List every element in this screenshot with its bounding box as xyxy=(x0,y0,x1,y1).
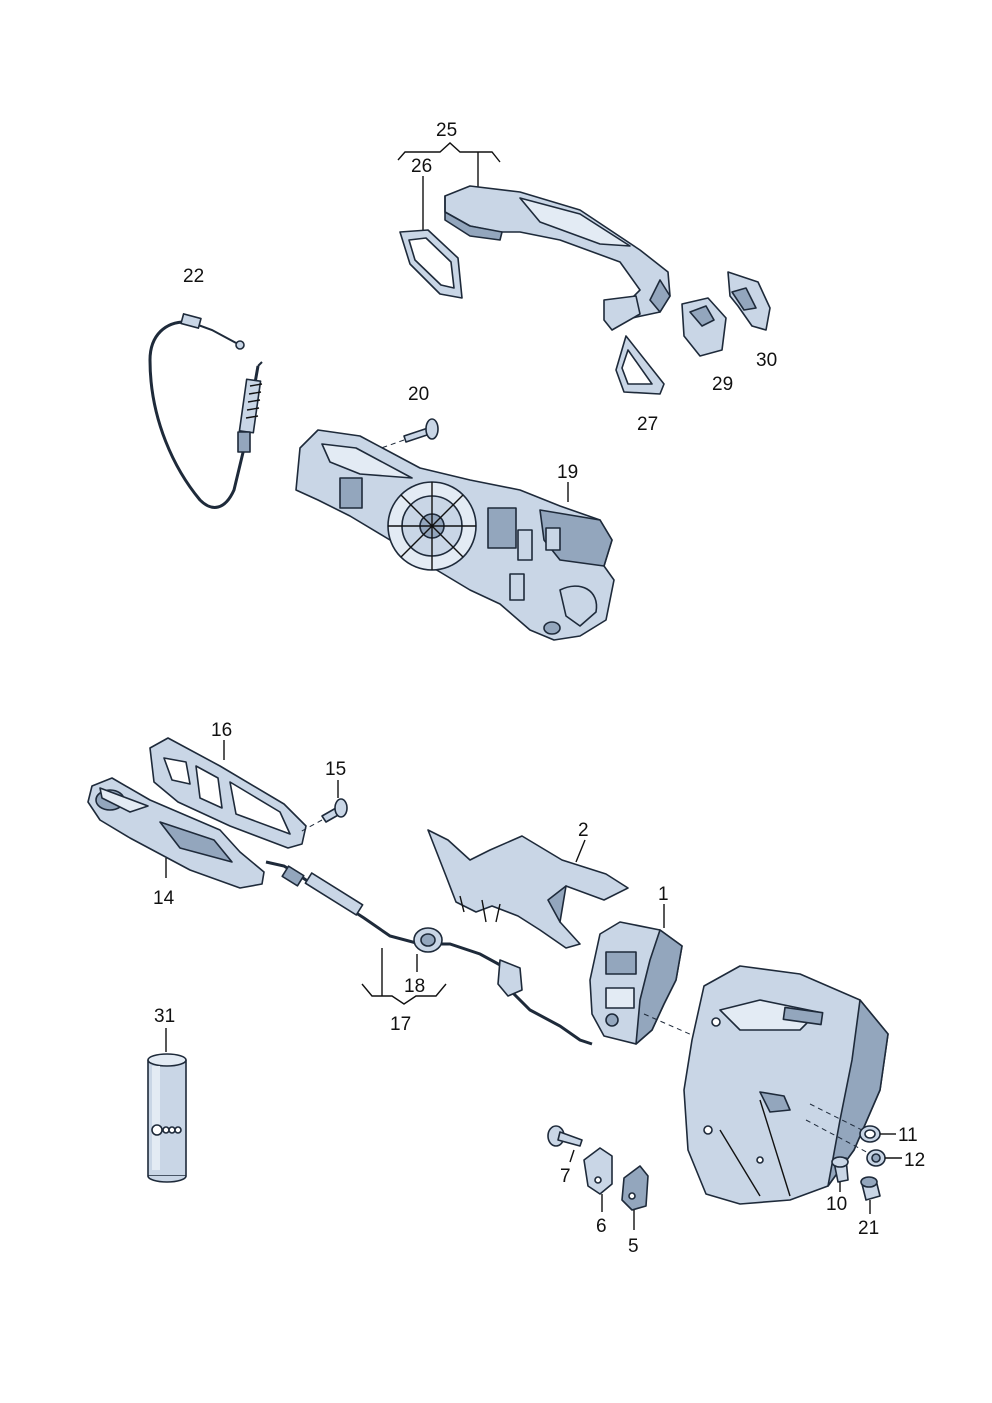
callout-10: 10 xyxy=(826,1194,847,1215)
part-26-handle-gasket[interactable] xyxy=(399,229,463,299)
callout-6: 6 xyxy=(596,1216,607,1237)
part-30-cover[interactable] xyxy=(727,271,771,331)
part-19-handle-carrier[interactable] xyxy=(295,429,615,641)
part-11-nut[interactable] xyxy=(859,1125,896,1143)
callout-26: 26 xyxy=(411,156,432,177)
part-5-shim[interactable] xyxy=(621,1165,649,1230)
callout-labels: 25 26 22 30 29 20 27 19 16 15 2 14 1 18 … xyxy=(153,120,925,1257)
part-29-cap[interactable] xyxy=(681,297,727,357)
callout-19: 19 xyxy=(557,462,578,483)
part-31-spray-can[interactable] xyxy=(147,1028,187,1183)
callout-1: 1 xyxy=(658,884,669,905)
callout-21: 21 xyxy=(858,1218,879,1239)
part-16-inner-handle-frame[interactable] xyxy=(149,737,307,849)
door-shell xyxy=(683,965,889,1205)
callout-16: 16 xyxy=(211,720,232,741)
part-18-grommet[interactable] xyxy=(413,927,443,972)
part-27-gasket[interactable] xyxy=(615,335,665,395)
part-14-inner-door-handle[interactable] xyxy=(87,777,265,889)
callout-17: 17 xyxy=(390,1014,411,1035)
part-6-striker-plate[interactable] xyxy=(583,1147,613,1212)
callout-12: 12 xyxy=(904,1150,925,1171)
callout-20: 20 xyxy=(408,384,429,405)
callout-11: 11 xyxy=(898,1125,918,1146)
part-17-cable[interactable] xyxy=(265,860,593,1046)
callout-31: 31 xyxy=(154,1006,175,1027)
callout-7: 7 xyxy=(560,1166,571,1187)
callout-29: 29 xyxy=(712,374,733,395)
callout-27: 27 xyxy=(637,414,658,435)
callout-5: 5 xyxy=(628,1236,639,1257)
callout-18: 18 xyxy=(404,976,425,997)
callout-15: 15 xyxy=(325,759,346,780)
part-22-bowden-cable[interactable] xyxy=(148,313,263,509)
callout-14: 14 xyxy=(153,888,175,909)
part-25-outer-door-handle[interactable] xyxy=(444,185,671,331)
callout-25: 25 xyxy=(436,120,457,141)
part-15-screw[interactable] xyxy=(299,780,348,833)
part-12-nut[interactable] xyxy=(866,1149,902,1167)
part-10-screw[interactable] xyxy=(831,1156,849,1192)
callout-22: 22 xyxy=(183,266,204,287)
callout-2: 2 xyxy=(578,820,589,841)
part-2-bracket[interactable] xyxy=(427,829,629,949)
part-7-screw[interactable] xyxy=(547,1125,583,1163)
part-1-door-lock[interactable] xyxy=(589,904,841,1101)
callout-30: 30 xyxy=(756,350,777,371)
part-21-cap-nut[interactable] xyxy=(860,1176,881,1214)
